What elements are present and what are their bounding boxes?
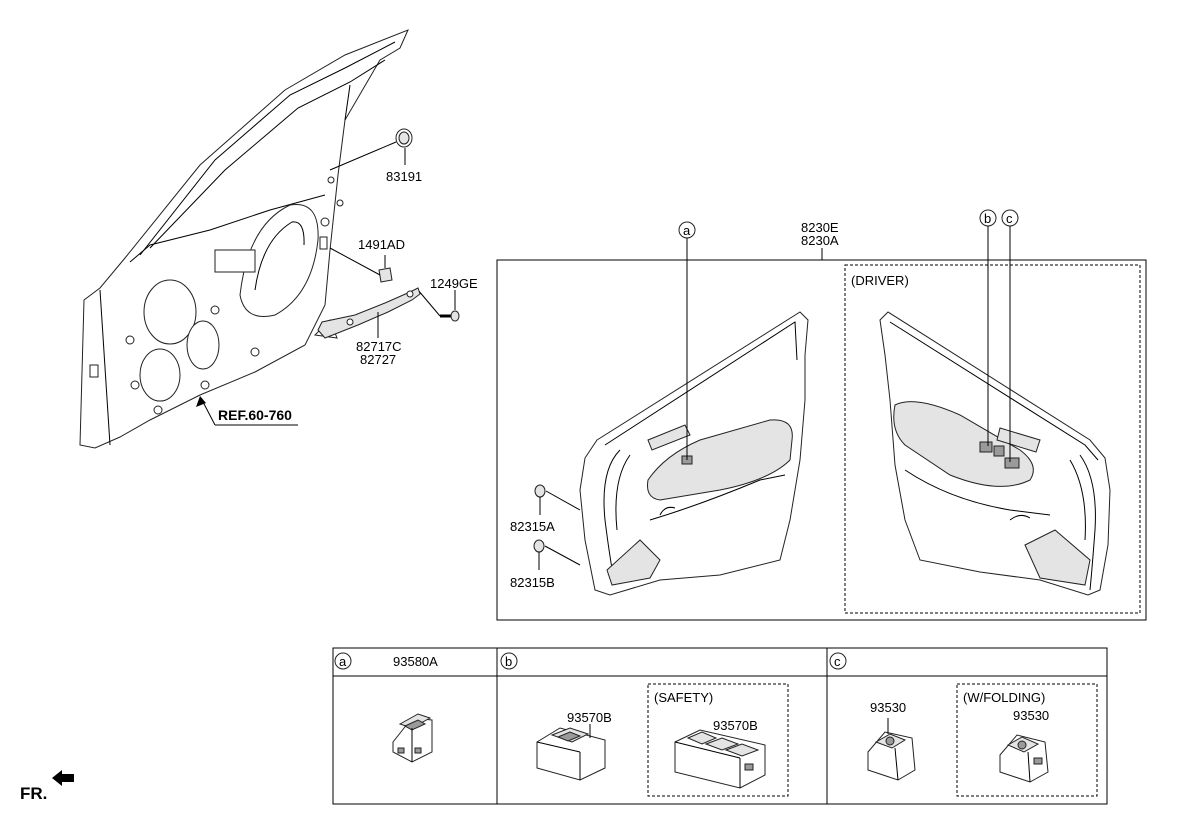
door-window-opening xyxy=(239,203,319,317)
bracket-82717C xyxy=(317,287,421,339)
switch-table xyxy=(332,647,1108,805)
svg-text:c: c xyxy=(834,654,841,669)
label-82315B: 82315B xyxy=(510,575,555,590)
fastener-82315A xyxy=(534,484,581,515)
label-1491AD: 1491AD xyxy=(358,237,405,252)
switch-93570B xyxy=(536,724,606,781)
svg-text:b: b xyxy=(984,211,991,226)
switch-slot-c xyxy=(1004,457,1020,469)
clip-1491AD xyxy=(329,247,393,283)
label-93570B: 93570B xyxy=(567,710,612,725)
door-inner-panel xyxy=(79,29,409,449)
driver-subbox xyxy=(844,264,1141,614)
svg-text:b: b xyxy=(505,654,512,669)
label-83191: 83191 xyxy=(386,169,422,184)
trim-panel-driver xyxy=(879,311,1111,596)
label-93530: 93530 xyxy=(870,700,906,715)
label-93570B-safety: 93570B xyxy=(713,718,758,733)
label-w-folding: (W/FOLDING) xyxy=(963,690,1045,705)
door-hole-3 xyxy=(186,320,220,370)
switch-93580A xyxy=(392,713,433,763)
svg-text:a: a xyxy=(683,223,691,238)
door-service-hole xyxy=(214,249,256,273)
door-pocket-passenger xyxy=(606,539,661,586)
label-82727: 82727 xyxy=(360,352,396,367)
reference-arrow xyxy=(196,396,298,426)
label-8230A: 8230A xyxy=(801,233,839,248)
marker-a: a xyxy=(678,221,696,460)
label-ref-60-760: REF.60-760 xyxy=(218,407,292,423)
mirror-switch-93530-folding xyxy=(999,734,1049,783)
switch-slot-b xyxy=(979,441,993,453)
mirror-switch-93530 xyxy=(867,718,916,781)
door-handle-driver xyxy=(996,427,1041,453)
armrest-passenger xyxy=(647,419,793,501)
svg-text:a: a xyxy=(339,654,347,669)
armrest-driver xyxy=(893,401,1034,487)
label-82315A: 82315A xyxy=(510,519,555,534)
fastener-82315B xyxy=(533,539,581,570)
marker-c: c xyxy=(1001,209,1019,462)
label-driver: (DRIVER) xyxy=(851,273,909,288)
marker-b: b xyxy=(979,209,997,446)
front-arrow-icon xyxy=(52,770,74,786)
front-label: FR. xyxy=(20,784,47,803)
door-pocket-driver xyxy=(1024,529,1091,586)
table-marker-c xyxy=(829,652,847,670)
label-1249GE: 1249GE xyxy=(430,276,478,291)
door-hole-2 xyxy=(139,348,181,402)
door-handle-passenger xyxy=(647,424,691,451)
svg-text:c: c xyxy=(1006,211,1013,226)
label-82717C: 82717C xyxy=(356,339,402,354)
label-safety: (SAFETY) xyxy=(654,690,713,705)
label-8230E: 8230E xyxy=(801,220,839,235)
label-93530-folding: 93530 xyxy=(1013,708,1049,723)
table-marker-a xyxy=(334,652,352,670)
label-93580A: 93580A xyxy=(393,654,438,669)
table-marker-b xyxy=(500,652,518,670)
screw-1249GE xyxy=(417,289,460,322)
grommet-83191 xyxy=(329,128,413,171)
door-hole-1 xyxy=(143,279,197,345)
switch-93570B-safety xyxy=(674,729,766,789)
folding-subbox xyxy=(956,683,1098,797)
safety-subbox xyxy=(647,683,789,797)
trim-panel-passenger xyxy=(579,311,809,596)
